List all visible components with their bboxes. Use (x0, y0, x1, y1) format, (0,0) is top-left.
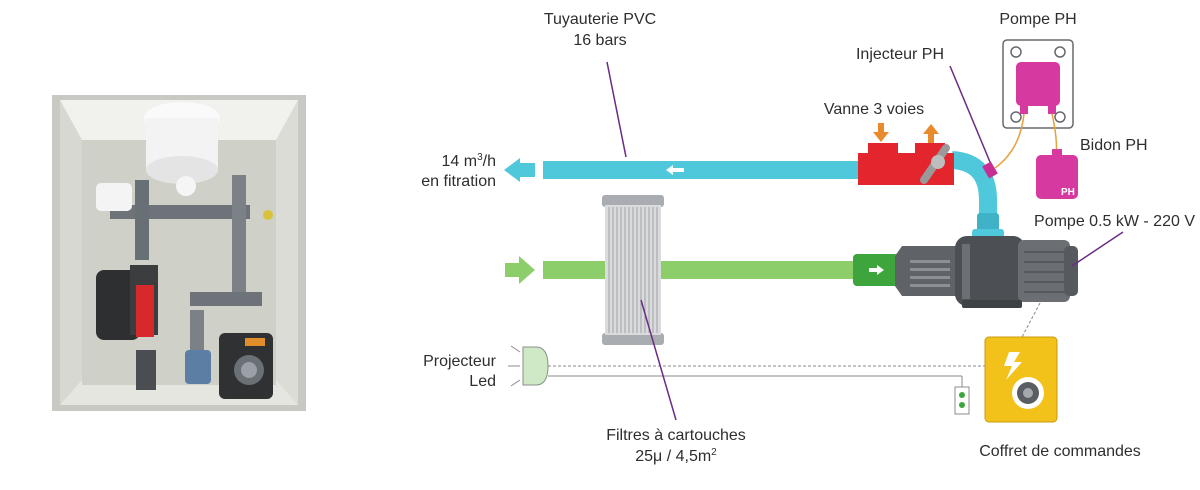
labels: Tuyauterie PVC 16 bars Pompe PH Injecteu… (421, 11, 1195, 465)
label-projecteur: Projecteur (423, 353, 497, 370)
three-way-valve (858, 123, 954, 185)
intake-flow-arrow-icon (869, 265, 884, 275)
label-flow-mode: en fitration (421, 173, 496, 190)
label-pompe-motor: Pompe 0.5 kW - 220 V (1034, 213, 1195, 230)
equipment-photo (52, 95, 306, 411)
leader-lines (606, 61, 1124, 421)
label-pvc-pipe-line2: 16 bars (573, 32, 626, 49)
led-projector (508, 345, 549, 387)
ph-can-tag: PH (1061, 187, 1075, 198)
ph-can: PH (1036, 149, 1078, 199)
light-switch (954, 386, 970, 415)
pump (895, 236, 1078, 308)
label-bidon-ph: Bidon PH (1080, 137, 1148, 154)
label-flow-rate: 14 m3/h (442, 152, 496, 170)
flow-arrow-icon (666, 165, 684, 175)
label-filtres-spec: 25μ / 4,5m2 (635, 447, 717, 465)
inlet-arrow-icon (505, 256, 535, 284)
wiring (548, 302, 1041, 387)
valve-up-arrow-icon (923, 124, 939, 143)
cartridge-filter (602, 195, 664, 345)
label-led: Led (469, 373, 496, 390)
label-injecteur-ph: Injecteur PH (856, 46, 944, 63)
label-pvc-pipe-line1: Tuyauterie PVC (544, 11, 656, 28)
outlet-arrow-icon (504, 158, 535, 182)
lightning-icon (1004, 352, 1022, 380)
ph-injector (982, 161, 998, 179)
intake-pipe (505, 254, 906, 286)
label-vanne-3-voies: Vanne 3 voies (824, 101, 924, 118)
valve-down-arrow-icon (873, 123, 889, 142)
label-pompe-ph: Pompe PH (999, 11, 1076, 28)
label-filtres: Filtres à cartouches (606, 427, 746, 444)
label-coffret: Coffret de commandes (979, 443, 1141, 460)
control-box (984, 336, 1058, 423)
ph-dosing-pump (1002, 39, 1074, 129)
